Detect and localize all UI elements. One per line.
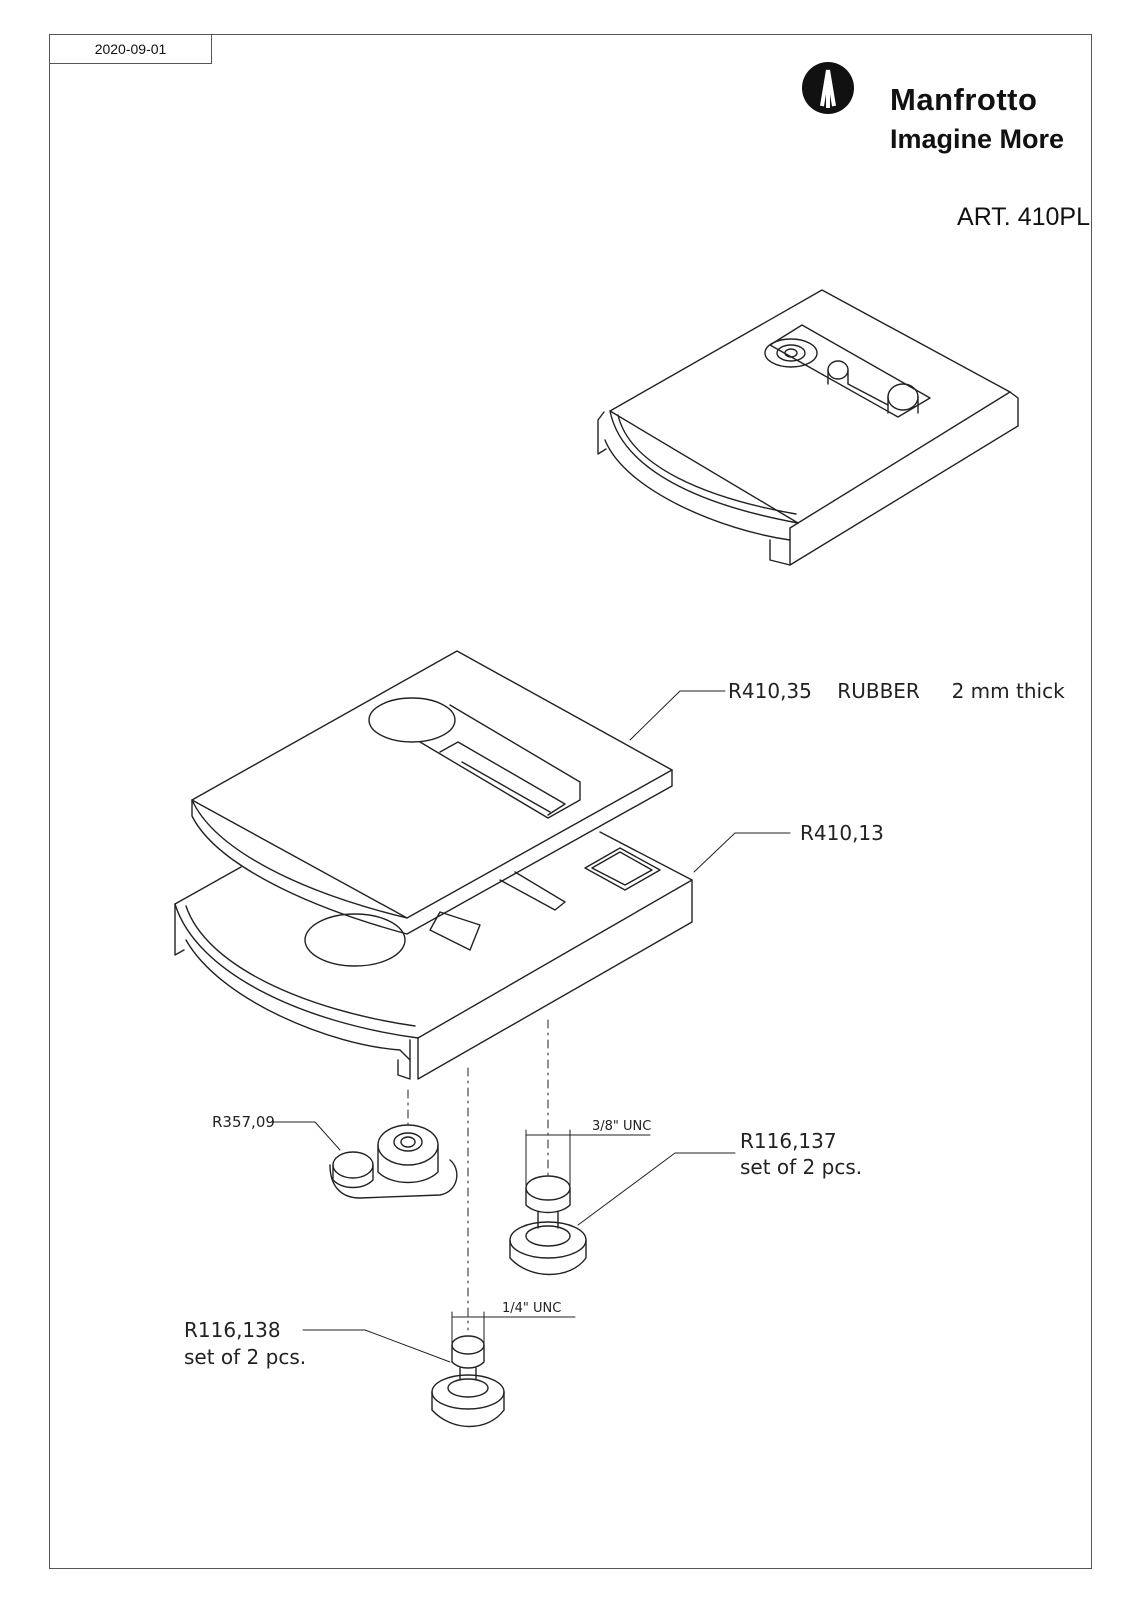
label-screw-small-code: R116,138 [184, 1318, 281, 1342]
base-plate [174, 831, 693, 1080]
drawing-frame [49, 34, 1092, 1569]
label-plate: R410,13 [800, 821, 884, 845]
label-lock: R357,09 [212, 1113, 275, 1131]
brand-tagline: Imagine More [890, 124, 1065, 154]
label-screw-small-qty: set of 2 pcs. [184, 1345, 306, 1369]
label-screw-large-code: R116,137 [740, 1129, 837, 1153]
date-box: 2020-09-01 [49, 34, 212, 64]
assembled-plate-view [597, 289, 1019, 566]
label-thread-small: 1/4" UNC [502, 1301, 561, 1316]
lock-part [329, 1124, 458, 1199]
centre-lines [407, 1019, 549, 1331]
label-thread-large: 3/8" UNC [592, 1119, 651, 1134]
rubber-pad [191, 650, 673, 935]
screw-small [431, 1335, 505, 1428]
screw-large [509, 1175, 587, 1276]
tripod-logo-icon [802, 62, 854, 114]
article-number: ART. 410PL [957, 203, 1090, 231]
brand-name: Manfrotto [890, 82, 1038, 117]
leader-lines [271, 690, 791, 1363]
label-rubber: R410,35 RUBBER 2 mm thick [728, 679, 1065, 703]
label-screw-large-qty: set of 2 pcs. [740, 1155, 862, 1179]
